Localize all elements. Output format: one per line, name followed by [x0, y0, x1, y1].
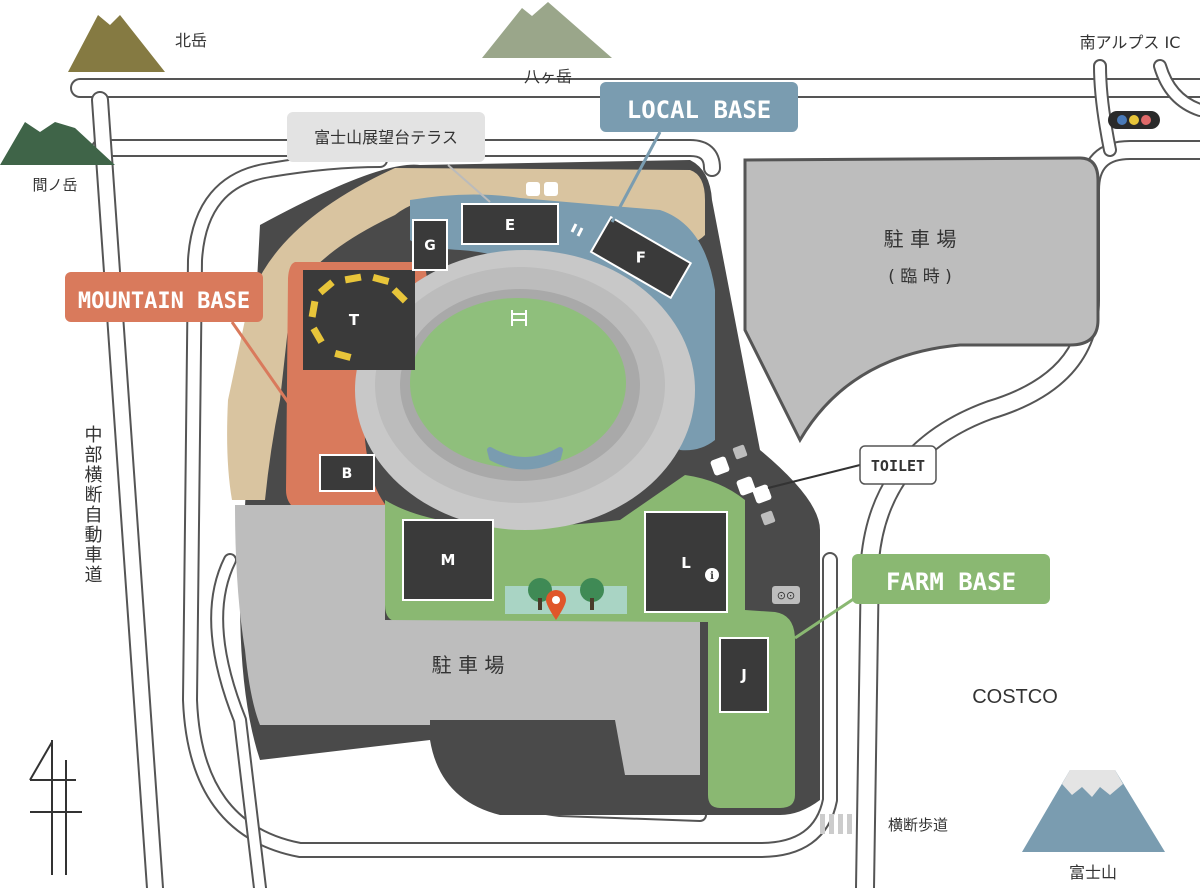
tent-ring [308, 273, 408, 361]
restroom-icon[interactable] [710, 456, 731, 477]
accessible-icon[interactable] [732, 444, 748, 460]
building-g-label: G [424, 238, 436, 254]
garden-area [505, 578, 627, 620]
bicycle-icon[interactable] [772, 586, 800, 604]
building-t-label: T [349, 311, 360, 329]
building-l-label: L [681, 554, 691, 572]
crosswalk-label: 横断歩道 [888, 816, 948, 834]
farm-base-callout[interactable]: FARM BASE [794, 554, 1050, 640]
building-b-label: B [342, 466, 353, 482]
stadium [355, 250, 695, 530]
building-b[interactable]: B [319, 454, 375, 492]
stairs-icon [570, 223, 584, 237]
mountain-yatsugatake-icon: 八ヶ岳 [482, 2, 612, 86]
road-inner-loop-inner [184, 154, 836, 856]
temporary-parking-label: 駐 車 場 [884, 227, 957, 251]
main-parking-label: 駐 車 場 [432, 653, 505, 677]
svg-text:⊙⊙: ⊙⊙ [777, 589, 795, 602]
tree-icon [528, 578, 552, 610]
toilet-label: TOILET [871, 457, 925, 475]
road-ic-branch-2-inner [1155, 61, 1200, 115]
temporary-parking-sublabel: ( 臨 時 ) [888, 267, 951, 287]
building-l[interactable]: L i [644, 511, 728, 613]
mountain-base-stage-area [303, 270, 415, 370]
stadium-field [410, 298, 626, 468]
ladder-icon [511, 310, 527, 326]
building-m[interactable]: M [402, 519, 494, 601]
info-icon[interactable] [705, 568, 719, 582]
building-j[interactable]: J [719, 637, 769, 713]
building-e[interactable]: E [461, 203, 559, 245]
farm-base-label: FARM BASE [886, 568, 1016, 596]
expressway-label: 中部横断自動車道 [82, 425, 103, 585]
svg-text:i: i [710, 571, 714, 582]
local-base-label: LOCAL BASE [627, 96, 772, 124]
main-parking-area [235, 505, 700, 775]
tree-icon [580, 578, 604, 610]
building-f-label: F [636, 248, 646, 266]
mountain-fujisan-icon: 富士山 [1022, 770, 1165, 882]
local-base-callout[interactable]: LOCAL BASE [600, 82, 798, 223]
crosswalk-marker [820, 814, 852, 834]
temporary-parking-area [743, 156, 1100, 444]
traffic-light-icon [1108, 111, 1160, 129]
mountain-base-label: MOUNTAIN BASE [78, 289, 250, 314]
mountain-ainodake-label: 間ノ岳 [32, 176, 77, 194]
accessible-icon[interactable] [760, 510, 776, 526]
mountain-hokudake-icon: 北岳 [68, 15, 207, 72]
road-expressway-inner [93, 93, 162, 888]
toilet-icons: ⊙⊙ [526, 182, 800, 604]
building-e-label: E [505, 216, 515, 234]
mountain-hokudake-label: 北岳 [175, 31, 207, 50]
restroom-icon[interactable] [526, 182, 540, 196]
mountain-fujisan-label: 富士山 [1069, 863, 1117, 882]
minami-alps-ic-label: 南アルプス IC [1080, 33, 1181, 52]
toilet-callout[interactable]: TOILET [767, 445, 937, 489]
mountain-base-callout[interactable]: MOUNTAIN BASE [65, 272, 292, 406]
mountain-yatsugatake-label: 八ヶ岳 [524, 67, 572, 86]
building-t[interactable]: T [349, 311, 360, 329]
costco-label: COSTCO [972, 686, 1058, 708]
building-f[interactable]: F [589, 215, 693, 300]
north-arrow-icon [29, 740, 82, 875]
road-ic-branch-inner [1095, 61, 1115, 155]
fuji-terrace-label: 富士山展望台テラス [314, 128, 458, 147]
location-pin-icon[interactable] [546, 590, 566, 620]
restroom-icon[interactable] [544, 182, 558, 196]
building-g[interactable]: G [412, 219, 448, 271]
sand-trail [227, 168, 705, 500]
fuji-terrace-callout[interactable]: 富士山展望台テラス [287, 112, 491, 203]
restroom-icon[interactable] [752, 484, 773, 505]
buildings: E F G T B M L i J [319, 203, 769, 713]
stadium-pool [487, 447, 563, 470]
mountain-ainodake-icon: 間ノ岳 [0, 122, 115, 194]
road-left-curve-inner [212, 555, 265, 888]
building-m-label: M [441, 551, 456, 569]
building-j-label: J [740, 666, 747, 684]
restroom-icon[interactable] [736, 476, 757, 497]
road-top-second-inner [93, 141, 719, 175]
